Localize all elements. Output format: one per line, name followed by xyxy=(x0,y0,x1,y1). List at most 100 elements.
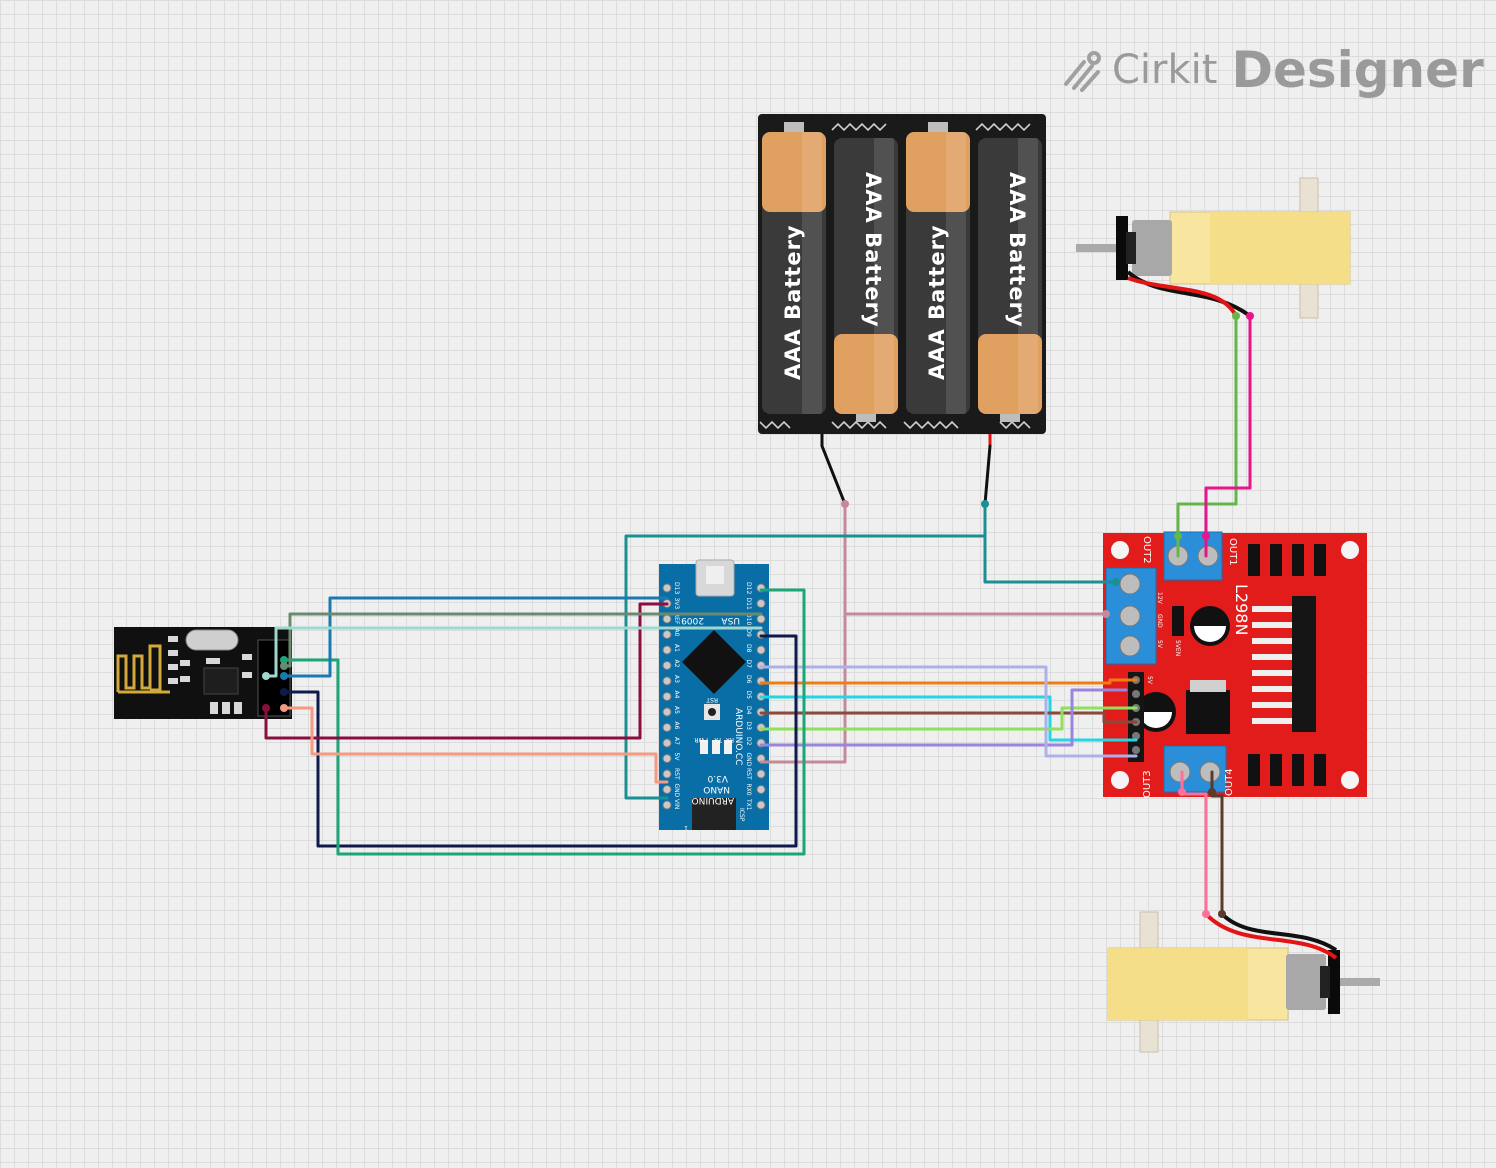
nano-pin-label: D6 xyxy=(745,675,752,684)
nano-pin1-label: 1 xyxy=(684,824,688,831)
nano-pin-label: A2 xyxy=(673,660,680,668)
nano-pin-rst[interactable] xyxy=(756,769,766,779)
nano-pin-a7[interactable] xyxy=(662,738,672,748)
nano-pin-label: D11 xyxy=(745,598,752,610)
wire-nrf-sck[interactable] xyxy=(282,596,669,678)
battery-cell-label: AAA Battery xyxy=(1005,172,1029,328)
nano-pin-label: REF xyxy=(673,613,680,625)
mount-hole xyxy=(1341,541,1359,559)
terminal-screw-icon xyxy=(1169,761,1191,783)
driver-out1-label: OUT1 xyxy=(1227,538,1238,566)
nrf-smd xyxy=(234,702,242,714)
nano-rst-label: RST xyxy=(706,696,718,703)
wire-d3-to-in3[interactable] xyxy=(759,706,1138,731)
nano-pin-label: RX0 xyxy=(745,784,752,796)
wire-nrf-vcc[interactable] xyxy=(264,602,669,740)
nano-led xyxy=(700,740,708,754)
wire-d4-to-in2[interactable] xyxy=(759,711,1138,724)
nano-pin-label: VIN xyxy=(673,799,680,809)
nano-pin-gnd[interactable] xyxy=(662,785,672,794)
wire-nrf-gnd[interactable] xyxy=(282,706,669,784)
nano-pin-d8[interactable] xyxy=(756,645,766,655)
nano-pin-a2[interactable] xyxy=(662,661,672,670)
nano-pin-d13[interactable] xyxy=(662,583,672,593)
driver-heatsink-fins xyxy=(1252,606,1292,724)
driver-out3-label: OUT3 xyxy=(1142,770,1153,798)
battery-cell-4: AAA Battery xyxy=(978,138,1042,422)
battery-cell-label: AAA Battery xyxy=(781,224,805,380)
usb-port-icon xyxy=(706,566,724,584)
wire-out4-to-motor-bottom[interactable] xyxy=(1210,770,1224,916)
nano-pin-label: GND xyxy=(673,784,680,798)
arduino-nano[interactable]: USA 2009 ARDUINO.CC ARDUINO NANO V3.0 1 … xyxy=(659,559,769,831)
nrf-smd xyxy=(180,660,190,666)
nano-pin-rst[interactable] xyxy=(662,769,672,779)
nrf-smd xyxy=(180,676,190,682)
wire-out3-to-motor-bottom[interactable] xyxy=(1180,770,1208,916)
nano-mcu xyxy=(682,630,746,694)
wire-battery-positive[interactable] xyxy=(983,444,992,506)
wire-d2-to-in4[interactable] xyxy=(759,688,1128,747)
l298n-driver[interactable]: L298N OUT1 OUT2 OUT3 OUT4 12V GND 5V 5VE… xyxy=(1103,531,1367,798)
nano-pcb xyxy=(659,564,769,830)
terminal-screw-icon xyxy=(1119,605,1141,627)
nano-pin-tx1[interactable] xyxy=(756,800,766,810)
nano-pin-label: 3V3 xyxy=(673,598,680,610)
wire-d7-to-enb[interactable] xyxy=(759,665,1138,758)
wire-battery-negative-to-driver-gnd[interactable] xyxy=(843,502,1108,616)
wire-nrf-miso[interactable] xyxy=(264,626,763,678)
wire-battery-negative[interactable] xyxy=(820,444,847,506)
nano-pin-label: D7 xyxy=(745,660,752,669)
wire-battery-positive-to-driver-12v[interactable] xyxy=(983,502,1118,584)
wire-endpoints xyxy=(262,312,1254,918)
motor-bottom-red-lead xyxy=(1204,912,1338,960)
logo-suffix: Designer xyxy=(1231,41,1484,99)
driver-gnd-label: GND xyxy=(1156,614,1163,628)
terminal-screw-icon xyxy=(1119,573,1141,595)
nrf-crystal xyxy=(185,629,239,651)
nano-pin-label: A3 xyxy=(673,675,680,683)
wire-nrf-mosi[interactable] xyxy=(282,634,798,848)
nano-pin-a6[interactable] xyxy=(662,723,672,732)
nano-pin-label: D13 xyxy=(673,582,680,594)
motor-endcap xyxy=(1328,950,1340,1014)
battery-cell-label: AAA Battery xyxy=(861,172,885,328)
driver-regulator-tab xyxy=(1190,680,1226,692)
motor-endcap xyxy=(1116,216,1128,280)
wire-out1-to-motor-top[interactable] xyxy=(1204,314,1252,558)
mount-hole xyxy=(1111,541,1129,559)
battery-holder xyxy=(758,114,1046,434)
battery-cell-2: AAA Battery xyxy=(834,138,898,422)
motor-shaft xyxy=(1340,978,1380,986)
nano-pin-label: RST xyxy=(673,768,680,780)
capacitor-top-icon xyxy=(1194,626,1226,642)
wire-d5-to-in1[interactable] xyxy=(759,695,1138,742)
driver-diodes xyxy=(1248,544,1326,786)
terminal-screw-icon xyxy=(1197,545,1219,567)
nano-pin-a0[interactable] xyxy=(662,630,672,639)
motor-gearbox-front xyxy=(1108,948,1248,1020)
battery-pack[interactable]: AAA Battery AAA Battery AAA Battery AAA … xyxy=(758,114,1046,446)
wire-vin-to-nano[interactable] xyxy=(624,502,987,800)
nano-pin-d11[interactable] xyxy=(756,599,766,608)
nano-pin-label: A0 xyxy=(673,629,680,637)
nano-pin-d10[interactable] xyxy=(756,614,766,624)
nrf-smd xyxy=(210,702,218,714)
nano-pin-label: D12 xyxy=(745,582,752,594)
nano-pin-vin[interactable] xyxy=(662,800,672,810)
nano-pin-5v[interactable] xyxy=(662,754,672,763)
nano-pin-rx0[interactable] xyxy=(756,785,766,794)
nrf-antenna-trace xyxy=(116,644,170,694)
wire-ground-to-nano-gnd[interactable] xyxy=(759,612,847,764)
nano-pin-label: TX1 xyxy=(745,798,752,811)
nano-pin-a4[interactable] xyxy=(662,692,672,701)
driver-regulator xyxy=(1186,690,1230,734)
driver-out4-label: OUT4 xyxy=(1224,768,1235,796)
nano-pin-a3[interactable] xyxy=(662,676,672,686)
motor-top[interactable] xyxy=(1076,177,1351,319)
nano-pin-ref[interactable] xyxy=(662,614,672,624)
nano-pin-a1[interactable] xyxy=(662,645,672,655)
nano-pin-a5[interactable] xyxy=(662,707,672,717)
wire-d6-to-ena[interactable] xyxy=(759,678,1138,685)
motor-bottom[interactable] xyxy=(1107,911,1380,1053)
